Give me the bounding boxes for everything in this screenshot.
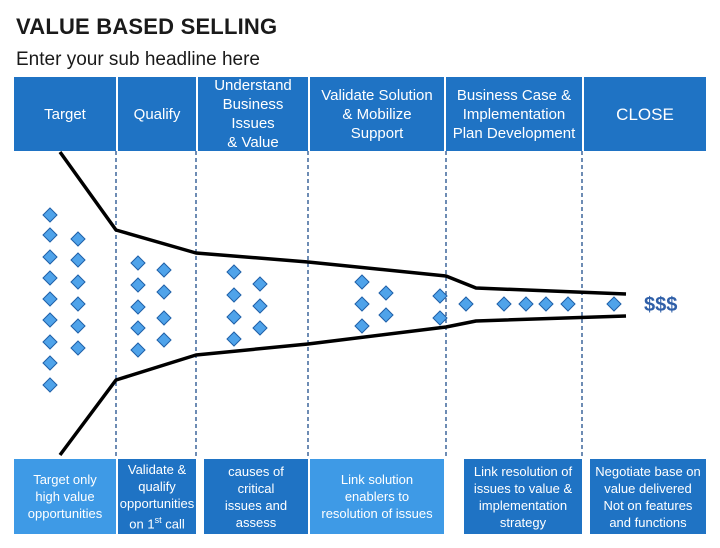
stage-target: Target bbox=[14, 77, 116, 151]
opportunity-diamond bbox=[606, 296, 622, 312]
opportunity-diamond bbox=[156, 310, 172, 326]
opportunity-diamond bbox=[538, 296, 554, 312]
page-subtitle: Enter your sub headline here bbox=[16, 49, 260, 70]
stage-dividers bbox=[115, 151, 583, 459]
opportunity-diamond bbox=[70, 340, 86, 356]
opportunity-diamonds bbox=[42, 207, 622, 393]
opportunity-diamond bbox=[432, 310, 448, 326]
stage-validate: Validate Solution & Mobilize Support bbox=[310, 77, 444, 151]
page-title: VALUE BASED SELLING bbox=[16, 14, 278, 39]
desc-close: Negotiate base on value delivered Not on… bbox=[590, 459, 706, 534]
opportunity-diamond bbox=[42, 249, 58, 265]
opportunity-diamond bbox=[378, 285, 394, 301]
result-dollars: $$$ bbox=[644, 294, 678, 316]
opportunity-diamond bbox=[496, 296, 512, 312]
opportunity-diamond bbox=[70, 252, 86, 268]
opportunity-diamond bbox=[42, 270, 58, 286]
opportunity-diamond bbox=[42, 355, 58, 371]
opportunity-diamond bbox=[226, 309, 242, 325]
opportunity-diamond bbox=[42, 312, 58, 328]
opportunity-diamond bbox=[252, 298, 268, 314]
opportunity-diamond bbox=[156, 332, 172, 348]
opportunity-diamond bbox=[70, 318, 86, 334]
opportunity-diamond bbox=[70, 231, 86, 247]
opportunity-diamond bbox=[42, 334, 58, 350]
opportunity-diamond bbox=[130, 320, 146, 336]
opportunity-diamond bbox=[42, 227, 58, 243]
opportunity-diamond bbox=[432, 288, 448, 304]
funnel-bottom-line bbox=[58, 314, 627, 457]
stage-business-case: Business Case & Implementation Plan Deve… bbox=[446, 77, 582, 151]
opportunity-diamond bbox=[252, 320, 268, 336]
opportunity-diamond bbox=[354, 318, 370, 334]
stage-qualify: Qualify bbox=[118, 77, 196, 151]
opportunity-diamond bbox=[130, 277, 146, 293]
opportunity-diamond bbox=[378, 307, 394, 323]
opportunity-diamond bbox=[156, 262, 172, 278]
opportunity-diamond bbox=[70, 274, 86, 290]
stage-understand: Understand Business Issues & Value bbox=[198, 77, 308, 151]
desc-target: Target only high value opportunities bbox=[14, 459, 116, 534]
desc-validate: Link solution enablers to resolution of … bbox=[310, 459, 444, 534]
opportunity-diamond bbox=[354, 296, 370, 312]
stage-close: CLOSE bbox=[584, 77, 706, 151]
funnel-top-line bbox=[58, 150, 627, 296]
opportunity-diamond bbox=[130, 299, 146, 315]
opportunity-diamond bbox=[130, 342, 146, 358]
opportunity-diamond bbox=[42, 207, 58, 223]
opportunity-diamond bbox=[70, 296, 86, 312]
desc-business-case: Link resolution of issues to value & imp… bbox=[464, 459, 582, 534]
opportunity-diamond bbox=[354, 274, 370, 290]
desc-understand: Determine root causes of critical issues… bbox=[204, 447, 308, 547]
opportunity-diamond bbox=[42, 377, 58, 393]
opportunity-diamond bbox=[226, 264, 242, 280]
opportunity-diamond bbox=[458, 296, 474, 312]
opportunity-diamond bbox=[156, 284, 172, 300]
opportunity-diamond bbox=[518, 296, 534, 312]
opportunity-diamond bbox=[252, 276, 268, 292]
opportunity-diamond bbox=[130, 255, 146, 271]
opportunity-diamond bbox=[226, 331, 242, 347]
opportunity-diamond bbox=[560, 296, 576, 312]
opportunity-diamond bbox=[226, 287, 242, 303]
opportunity-diamond bbox=[42, 291, 58, 307]
